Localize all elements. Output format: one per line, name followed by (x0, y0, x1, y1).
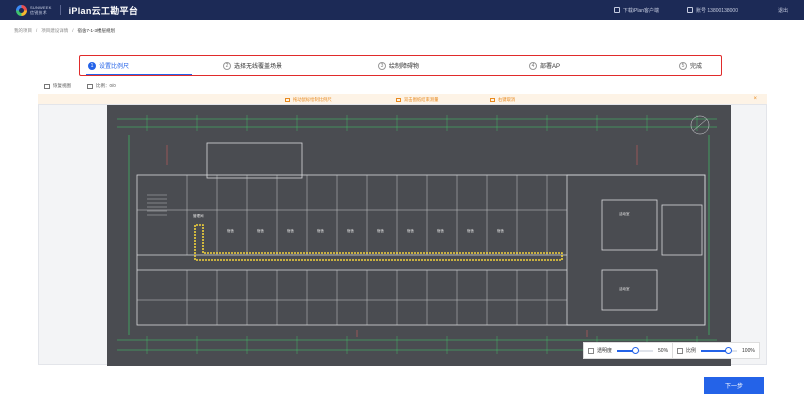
ratio-slider-handle[interactable] (724, 347, 732, 354)
room-label-2: 宿舍 (257, 228, 265, 233)
active-step-underline (86, 73, 192, 75)
room-label-6: 宿舍 (377, 228, 385, 233)
tip-right-click: 右键取消 (490, 97, 515, 103)
reset-view-button[interactable]: 恢复视图 (44, 83, 71, 89)
opacity-slider-fill (617, 349, 636, 352)
right-click-icon (490, 97, 495, 102)
tip-double-click: 双击图纸结束测量 (396, 97, 438, 103)
room-label-10: 宿舍 (497, 228, 505, 233)
canvas-toolbar: 恢复视图 比例：0/0 (38, 80, 767, 92)
step-deploy-ap[interactable]: 4 部署AP (529, 61, 560, 70)
room-label-4: 宿舍 (317, 228, 325, 233)
breadcrumb-current: 宿舍7-1-3楼层规划 (77, 28, 116, 33)
logout-link[interactable]: 退出 (777, 7, 788, 14)
opacity-slider-handle[interactable] (631, 347, 639, 354)
logo-sub-text: 信锐技术 (30, 10, 47, 15)
room-label-11: 活动室 (619, 211, 630, 216)
header-divider (59, 5, 61, 15)
room-label-7: 宿舍 (407, 228, 415, 233)
ruler-icon (87, 83, 93, 89)
step-select-scene[interactable]: 2 选择无线覆盖场景 (223, 61, 282, 70)
step-finish[interactable]: 5 完成 (679, 61, 702, 70)
room-label-1: 宿舍 (227, 228, 234, 233)
instruction-bar: 拖动鼠标绘制比例尺 双击图纸结束测量 右键取消 × (38, 94, 767, 104)
download-client-link[interactable]: 下载iPlan客户端 (613, 7, 659, 14)
download-icon (613, 7, 620, 13)
opacity-icon (588, 347, 594, 354)
next-step-button[interactable]: 下一步 (704, 377, 764, 394)
step-progress: 1 设置比例尺 2 选择无线覆盖场景 3 绘制障碍物 4 部署AP 5 完成 (79, 55, 722, 76)
logo-icon (16, 4, 27, 16)
close-icon[interactable]: × (753, 96, 757, 102)
logo-main-text: SUNWEEK (30, 5, 52, 10)
ratio-slider-fill (701, 349, 729, 352)
floor-plan-image[interactable]: 管理间 宿舍 宿舍 宿舍 宿舍 宿舍 宿舍 宿舍 宿舍 宿舍 宿舍 活动室 活动… (107, 105, 731, 366)
room-label-3: 宿舍 (287, 228, 295, 233)
user-icon (687, 7, 693, 13)
ratio-icon (677, 347, 683, 354)
opacity-slider[interactable] (617, 347, 654, 354)
ratio-control: 比例 100% (672, 342, 760, 359)
top-header: SUNWEEK 信锐技术 iPlan云工勘平台 下载iPlan客户端 账号 13… (0, 0, 804, 20)
step-draw-obstacles[interactable]: 3 绘制障碍物 (378, 61, 419, 70)
account-info[interactable]: 账号 13800138000 (687, 7, 738, 14)
room-label-9: 宿舍 (467, 228, 475, 233)
ratio-slider[interactable] (701, 347, 738, 354)
floor-plan-canvas[interactable]: 管理间 宿舍 宿舍 宿舍 宿舍 宿舍 宿舍 宿舍 宿舍 宿舍 宿舍 活动室 活动… (38, 104, 767, 366)
breadcrumb-project-detail[interactable]: 项目建设详情 (41, 28, 69, 33)
room-label-5: 宿舍 (347, 228, 355, 233)
breadcrumb-projects[interactable]: 我的项目 (14, 28, 32, 33)
drag-icon (285, 97, 290, 102)
floor-plan-drawing: 管理间 宿舍 宿舍 宿舍 宿舍 宿舍 宿舍 宿舍 宿舍 宿舍 宿舍 活动室 活动… (117, 115, 717, 354)
logo: SUNWEEK 信锐技术 (16, 4, 52, 16)
room-label-0: 管理间 (193, 213, 204, 218)
room-label-12: 活动室 (619, 286, 630, 291)
reset-view-icon (44, 83, 50, 89)
opacity-control: 透明度 50% (583, 342, 674, 359)
room-label-8: 宿舍 (437, 228, 445, 233)
step-set-scale[interactable]: 1 设置比例尺 (88, 61, 129, 70)
tip-drag: 拖动鼠标绘制比例尺 (285, 97, 332, 103)
mouse-icon (396, 97, 401, 102)
scale-readout: 比例：0/0 (87, 83, 116, 89)
app-title: iPlan云工勘平台 (68, 5, 139, 16)
breadcrumb: 我的项目 / 项目建设详情 / 宿舍7-1-3楼层规划 (14, 28, 116, 33)
